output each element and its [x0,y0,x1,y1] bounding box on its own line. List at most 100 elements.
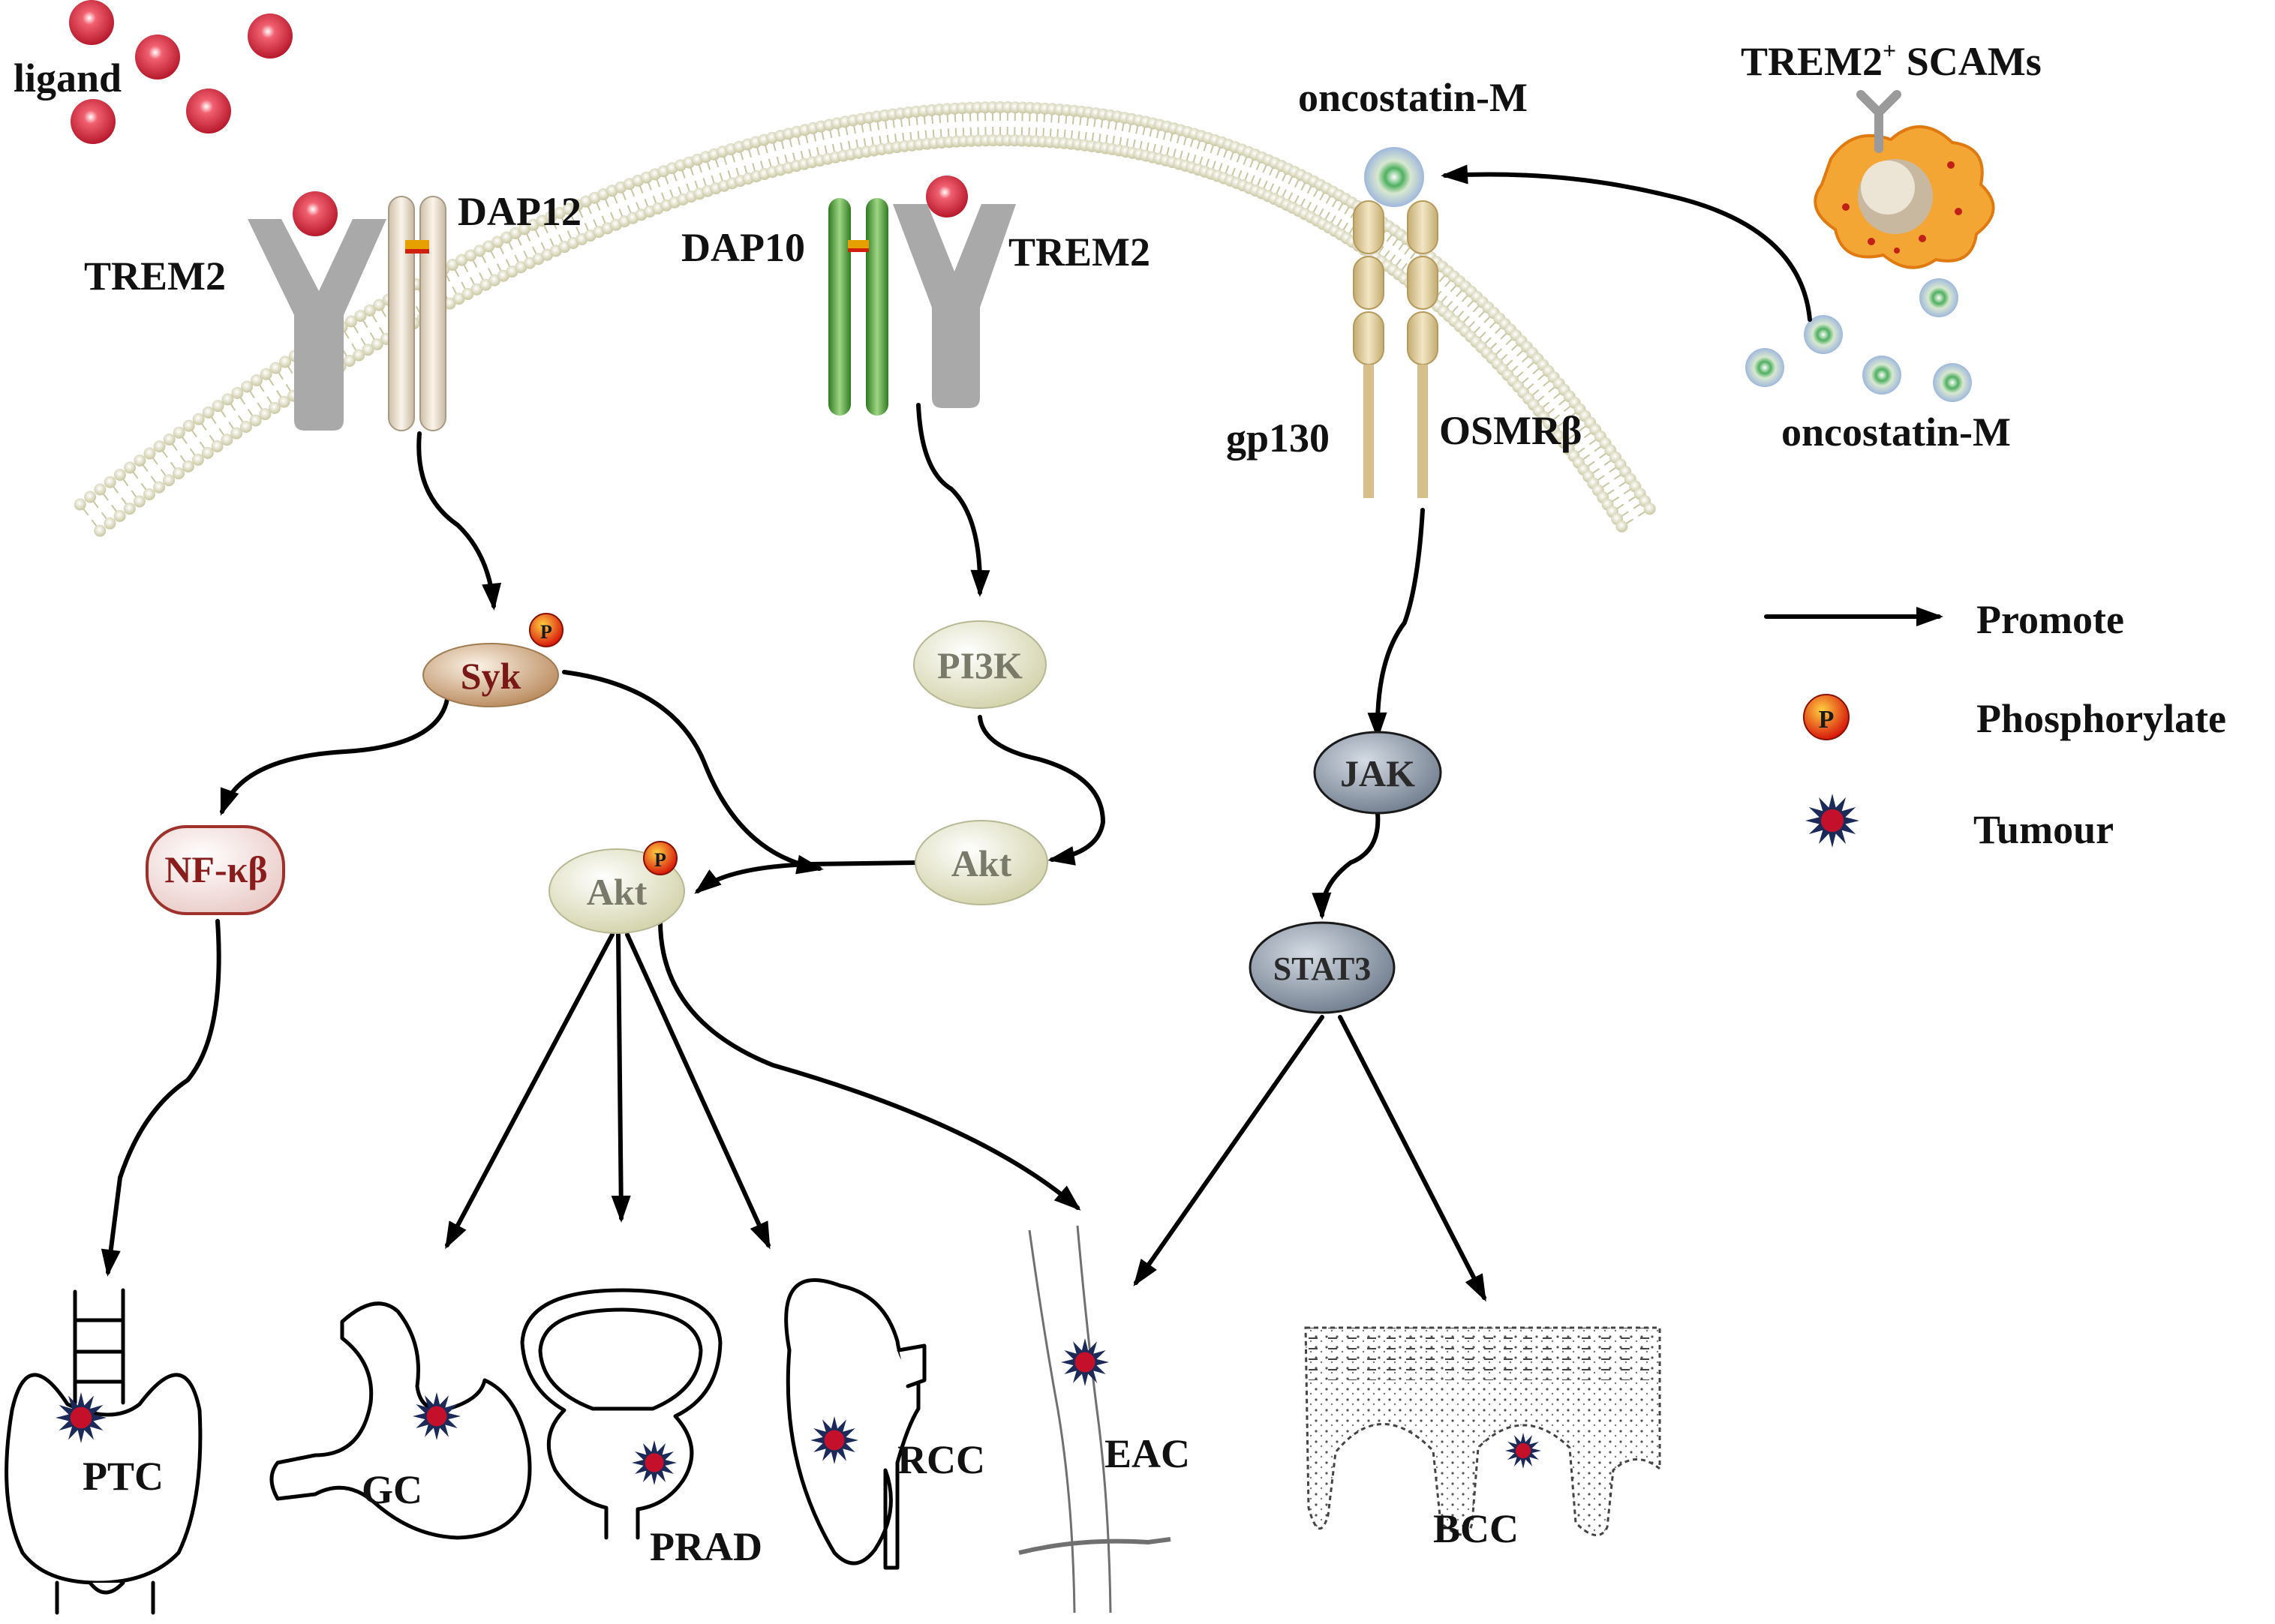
ligand-dot [186,89,231,134]
node-jak-label: JAK [1340,752,1415,794]
arrow-stat3-eac [1136,1017,1322,1283]
arrow-akt-gc [447,935,612,1245]
tumour-star-ptc-core [71,1407,92,1429]
lipid-bead [124,461,136,473]
arrow-nfkb-ptc [108,921,219,1272]
ligand-dot [69,0,114,45]
arrow-syk-akt [564,672,819,869]
lipid-bead [164,434,176,446]
tumour-label-ptc: PTC [83,1454,164,1499]
lipid-bead [124,503,136,515]
osmrb-label: OSMRβ [1439,408,1582,453]
tumour-label-eac: EAC [1104,1431,1190,1476]
organ-kidney [786,1280,924,1568]
oncostatin-particle [1364,147,1424,207]
arrowhead [970,570,990,597]
oncostatin-bottom-label: oncostatin-M [1781,410,2011,455]
ligand-dot [71,99,116,144]
node-syk: Syk [423,644,558,707]
lipid-bead [173,467,185,479]
trem2-receptor-right [893,204,1016,408]
oncostatin-particle [1862,356,1901,395]
arrow-jak-stat3 [1322,813,1378,915]
trem2-left-label: TREM2 [84,254,226,299]
tumour-label-gc: GC [362,1467,422,1512]
ligand-dot [135,35,180,80]
lipid-bead [94,484,106,496]
node-jak: JAK [1315,732,1441,813]
svg-text:P: P [1819,706,1835,734]
arrow-akt-rcc [627,935,768,1245]
dap12-label: DAP12 [458,189,582,234]
node-akt-right-label: Akt [951,842,1012,884]
lipid-bead [182,461,194,473]
dap10-chain [866,198,888,416]
lipid-bead [153,482,165,494]
phospho-marker-syk: P [530,614,563,647]
tumour-star-bcc-core [1516,1443,1531,1458]
tumour-label-rcc: RCC [897,1437,985,1482]
lipid-bead [183,420,195,432]
arrow-stat3-bcc [1340,1017,1484,1298]
lipid-bead [193,413,205,425]
organ-thyroid [7,1290,200,1613]
arrowhead [750,1220,771,1249]
arrow-scam-oncostatin [1445,174,1810,320]
arrow-syk-nfkb [222,699,447,812]
ligand-dot [926,176,968,218]
arrowhead [1047,846,1076,866]
node-nfkb: NF-κβ [147,827,284,914]
lipid-bead [104,518,116,530]
ligand-dot [248,14,293,59]
node-stat3-label: STAT3 [1273,950,1371,987]
oncostatin-particle [1933,363,1972,402]
arrowhead [101,1249,121,1277]
legend-tumour-icon-core [1821,809,1844,832]
dap12-chain [389,197,414,431]
phospho-marker-akt: P [644,842,677,875]
arrow-akt-eac [660,921,1077,1208]
ligand-dot [293,191,338,236]
gp130-label: gp130 [1226,416,1330,461]
lipid-bead [192,454,204,466]
disulfide-bond [848,248,869,252]
node-stat3: STAT3 [1250,923,1394,1013]
arrow-dap10-pi3k [918,405,980,593]
disulfide-bond [405,249,429,254]
legend-tumour-label: Tumour [1973,807,2114,852]
arrowhead [1312,893,1331,920]
svg-text:P: P [654,849,666,871]
arrow-akt-prad [618,935,621,1218]
node-syk-label: Syk [461,655,521,697]
node-nfkb-label: NF-κβ [164,848,267,890]
legend-promote-label: Promote [1976,597,2124,642]
lipid-bead [1644,503,1656,515]
arrowhead [612,1196,631,1223]
arrow-osmrb-jak [1378,510,1423,735]
dap10-label: DAP10 [681,225,805,270]
tumour-label-prad: PRAD [650,1524,762,1569]
lipid-bead [114,510,126,522]
scams-label: TREM2+ SCAMs [1741,37,2042,84]
pathway-arrows [101,165,1943,1302]
disulfide-bond [405,240,429,249]
lipid-bead [163,474,175,486]
lipid-bead [114,469,126,481]
lipid-bead [173,427,185,439]
node-akt-right: Akt [915,821,1047,905]
lipid-bead [134,455,146,467]
organ-prostate [522,1290,720,1538]
legend-phospho-icon: P [1804,695,1849,740]
arrowhead [1134,1259,1157,1286]
lipid-bead [94,525,106,537]
arrow-dap12-syk [419,434,494,606]
organ-skin [1306,1328,1660,1535]
lipid-bead [134,496,146,508]
tumour-label-bcc: BCC [1433,1506,1519,1551]
lipid-bead [143,447,155,459]
oncostatin-top-label: oncostatin-M [1298,75,1528,120]
organ-esophagus [1019,1226,1171,1613]
scam-macrophage [1815,95,1993,268]
